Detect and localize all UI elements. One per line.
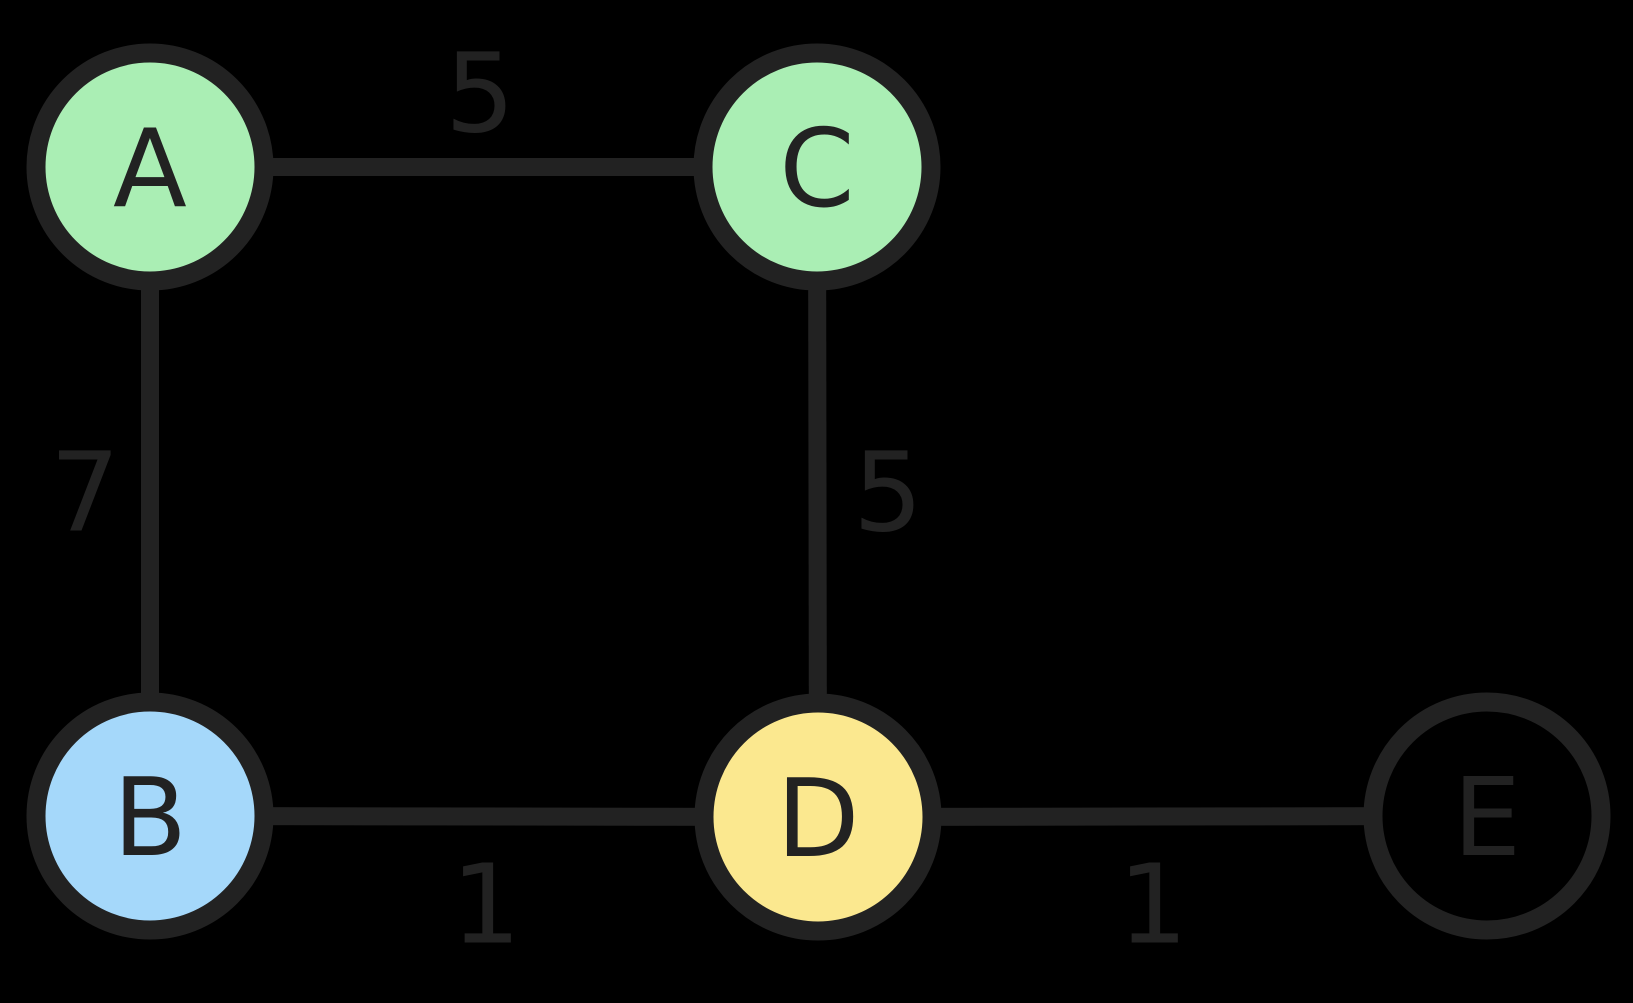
edge-weight-b-d: 1 <box>451 841 521 969</box>
node-e: E <box>1363 692 1611 940</box>
node-b-label: B <box>113 756 187 881</box>
node-d-label: D <box>776 757 859 882</box>
node-a-circle <box>26 43 274 291</box>
node-c: C <box>693 43 941 291</box>
node-b: B <box>26 692 274 940</box>
edge-weight-a-c: 5 <box>445 30 515 158</box>
node-e-circle <box>1363 692 1611 940</box>
node-c-circle <box>693 43 941 291</box>
node-b-circle <box>26 692 274 940</box>
edge-weight-a-b: 7 <box>50 429 120 557</box>
edge-weight-c-d: 5 <box>853 429 923 557</box>
node-d: D <box>694 693 942 941</box>
edge-weight-d-e: 1 <box>1118 841 1188 969</box>
node-a-label: A <box>113 107 187 232</box>
node-a: A <box>26 43 274 291</box>
node-e-label: E <box>1453 756 1521 881</box>
node-d-circle <box>694 693 942 941</box>
node-c-label: C <box>779 107 854 232</box>
